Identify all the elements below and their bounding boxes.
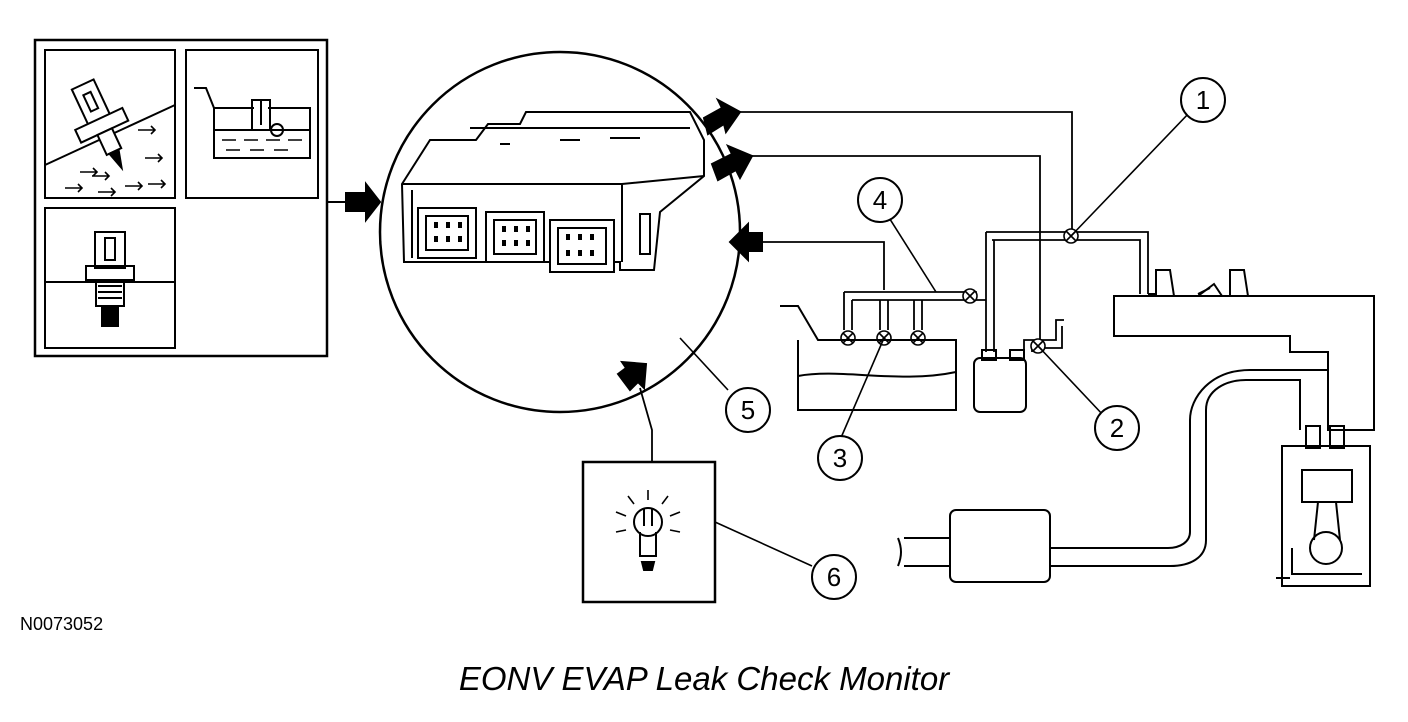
callout-2: 2 [1094,405,1140,451]
pcm-output-arrows [702,97,754,182]
svg-text:5: 5 [741,395,755,425]
tank-valve-1 [840,330,856,346]
svg-text:1: 1 [1196,85,1210,115]
tank-valve-3 [910,330,926,346]
callout-6: 6 [811,554,857,600]
mil-lamp-box [581,460,717,604]
callouts: 1 2 3 4 5 6 [725,77,1226,600]
pcm-module [378,50,742,414]
intake-duct [1050,369,1328,567]
callout-3: 3 [817,435,863,481]
sensor-panel-bottom [44,207,176,349]
intake-manifold [1113,269,1376,431]
charcoal-canister [973,349,1027,413]
pcm-input-arrow-tank [728,221,763,263]
exhaust-muffler [897,509,1051,583]
figure-id: N0073052 [20,614,104,634]
svg-text:6: 6 [827,562,841,592]
callout-4: 4 [857,177,903,223]
line-valve [962,288,978,304]
fuel-tank-sender-panel [185,49,319,199]
input-arrow [327,181,382,223]
svg-text:3: 3 [833,443,847,473]
engine-block [1276,425,1371,587]
callout-5: 5 [725,387,771,433]
svg-text:4: 4 [873,185,887,215]
valves [840,228,1079,354]
callout-leaders [679,111,1191,567]
lamp-bulb-icon [615,490,681,571]
fuel-tank [780,305,957,411]
maf-sensor-panel [44,49,176,199]
pcm-connectors [417,207,615,273]
pcm-output-arrow-mil [616,360,648,392]
signal-wires [639,111,1073,462]
svg-text:2: 2 [1110,413,1124,443]
diagram-caption: EONV EVAP Leak Check Monitor [458,660,950,697]
callout-1: 1 [1180,77,1226,123]
sensor-input-panel [33,38,329,358]
